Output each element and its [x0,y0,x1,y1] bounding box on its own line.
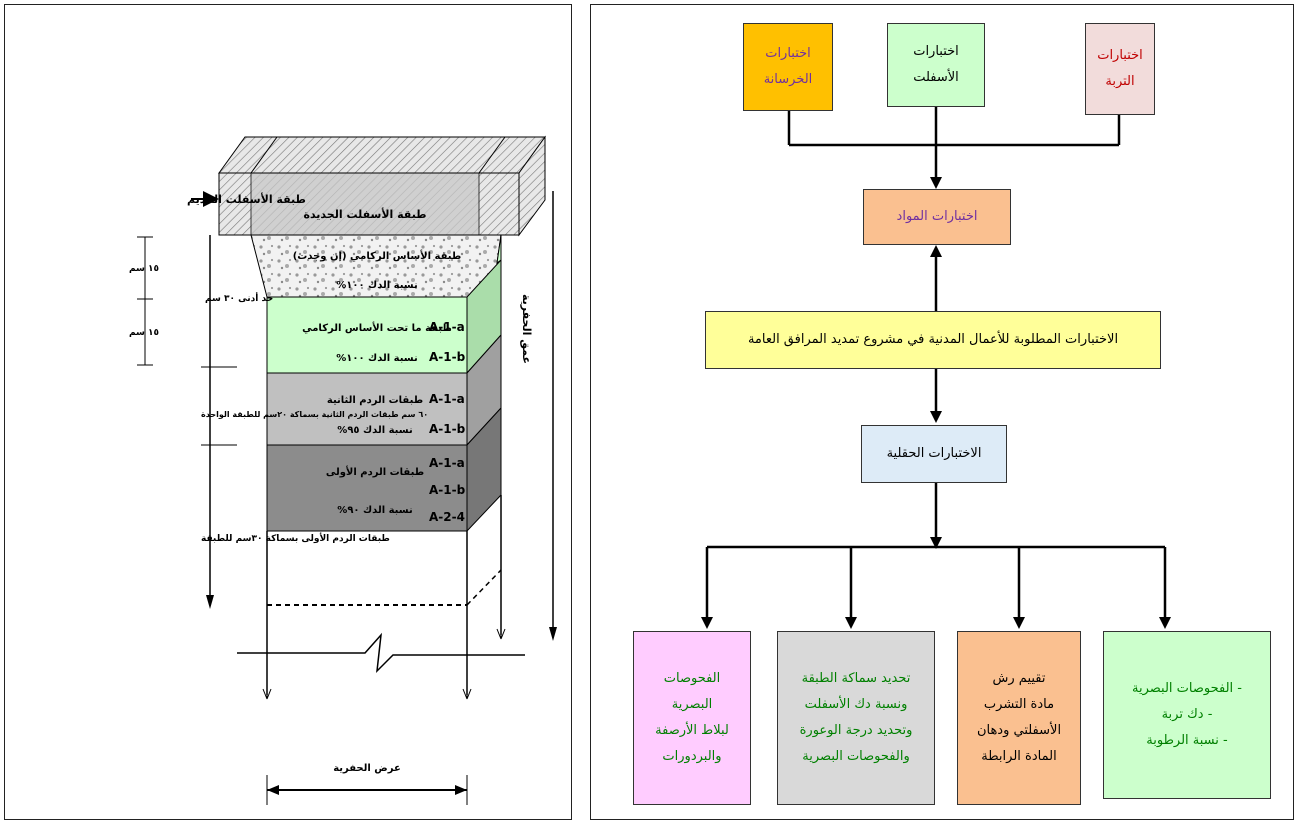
trench-width-label: عرض الحفرية [333,763,401,774]
prime-coat-box: تقييم رش مادة التشرب الأسفلتي ودهان الما… [957,631,1081,805]
asphalt-tests-box: اختبارات الأسفلت [887,23,985,107]
required-tests-box: الاختبارات المطلوبة للأعمال المدنية في م… [705,311,1161,369]
old-asphalt-label: طبقة الأسفلت القديم [187,192,306,206]
second-fill-class-2: A-1-b [429,422,466,436]
materials-tests-box: اختبارات المواد [863,189,1011,245]
required-tests-label: الاختبارات المطلوبة للأعمال المدنية في م… [747,332,1119,347]
second-fill-class-1: A-1-a [429,392,465,406]
trench-depth-label: عمق الحفرية [520,294,533,364]
trench-section-panel: طبقة الأسفلت القديم طبقة الأسفلت الجديدة… [4,4,572,820]
concrete-tests-line-2: الخرسانة [763,72,813,87]
prime-coat-line-2: مادة التشرب [983,697,1055,712]
subbase-class-1: A-1-a [429,320,465,334]
soil-field-tests-line-2: - دك تربة [1161,707,1213,722]
first-fill-class-3: A-2-4 [429,510,465,524]
subbase-compaction-label: نسبة الدك ١٠٠% [336,353,418,364]
asphalt-tests-line-1: اختبارات [913,44,959,59]
asphalt-thickness-line-1: تحديد سماكة الطبقة [801,671,911,686]
soil-field-tests-box: - الفحوصات البصرية - دك تربة - نسبة الرط… [1103,631,1271,799]
second-fill-note: ٦٠ سم طبقات الردم الثانية بسماكة ٢٠سم لل… [201,410,428,419]
asphalt-thickness-line-4: والفحوصات البصرية [802,749,910,764]
second-fill-compaction-label: نسبة الدك ٩٥% [337,425,412,436]
sidewalk-inspection-line-3: لبلاط الأرصفة [655,723,729,738]
new-asphalt-label: طبقة الأسفلت الجديدة [303,207,426,221]
flowchart-connectors [701,107,1171,629]
concrete-tests-line-1: اختبارات [765,46,811,61]
first-fill-class-1: A-1-a [429,456,465,470]
first-fill-class-2: A-1-b [429,483,466,497]
first-fill-shape [266,444,468,532]
subbase-class-2: A-1-b [429,350,466,364]
prime-coat-line-4: المادة الرابطة [981,749,1057,764]
asphalt-thickness-box: تحديد سماكة الطبقة ونسبة دك الأسفلت وتحد… [777,631,935,805]
asphalt-thickness-line-3: وتحديد درجة الوعورة [799,723,913,738]
dim-15cm-top: ١٥ سم [129,264,159,274]
tests-flowchart-panel: اختبارات الخرسانة اختبارات الأسفلت اختبا… [590,4,1294,820]
sidewalk-inspection-box: الفحوصات البصرية لبلاط الأرصفة والبردورا… [633,631,751,805]
sidewalk-inspection-line-4: والبردورات [662,749,722,764]
base-compaction-label: نسبة الدك ١٠٠% [336,280,418,291]
field-tests-label: الاختبارات الحقلية [886,446,982,461]
asphalt-thickness-line-2: ونسبة دك الأسفلت [804,697,908,712]
soil-tests-line-2: التربة [1105,74,1135,89]
soil-field-tests-line-3: - نسبة الرطوبة [1146,733,1228,748]
second-fill-label: طبقات الردم الثانية [327,395,423,406]
trench-section-diagram: طبقة الأسفلت القديم طبقة الأسفلت الجديدة… [129,135,557,805]
asphalt-slab [218,135,546,237]
soil-tests-line-1: اختبارات [1097,48,1143,63]
first-fill-label: طبقات الردم الأولى [326,465,424,478]
soil-field-tests-line-1: - الفحوصات البصرية [1132,681,1242,696]
sidewalk-inspection-line-2: البصرية [671,697,713,712]
soil-tests-box: اختبارات التربة [1085,23,1155,115]
prime-coat-line-3: الأسفلتي ودهان [976,723,1062,738]
subbase-label: طبقة ما تحت الأساس الركامي [302,321,452,334]
concrete-tests-box: اختبارات الخرسانة [743,23,833,111]
first-fill-note: طبقات الردم الأولى بسماكة ٣٠سم للطبقة [201,532,390,544]
asphalt-tests-line-2: الأسفلت [913,70,959,85]
materials-tests-label: اختبارات المواد [896,209,978,224]
min-30cm-label: حد أدنى ٣٠ سم [205,292,273,304]
dim-15cm-bottom: ١٥ سم [129,328,159,338]
sidewalk-inspection-line-1: الفحوصات [663,671,721,686]
prime-coat-line-1: تقييم رش [992,671,1046,686]
first-fill-compaction-label: نسبة الدك ٩٠% [337,505,412,516]
field-tests-box: الاختبارات الحقلية [861,425,1007,483]
base-layer-label: طبقة الأساس الركامي (إن وجدت) [293,249,462,262]
